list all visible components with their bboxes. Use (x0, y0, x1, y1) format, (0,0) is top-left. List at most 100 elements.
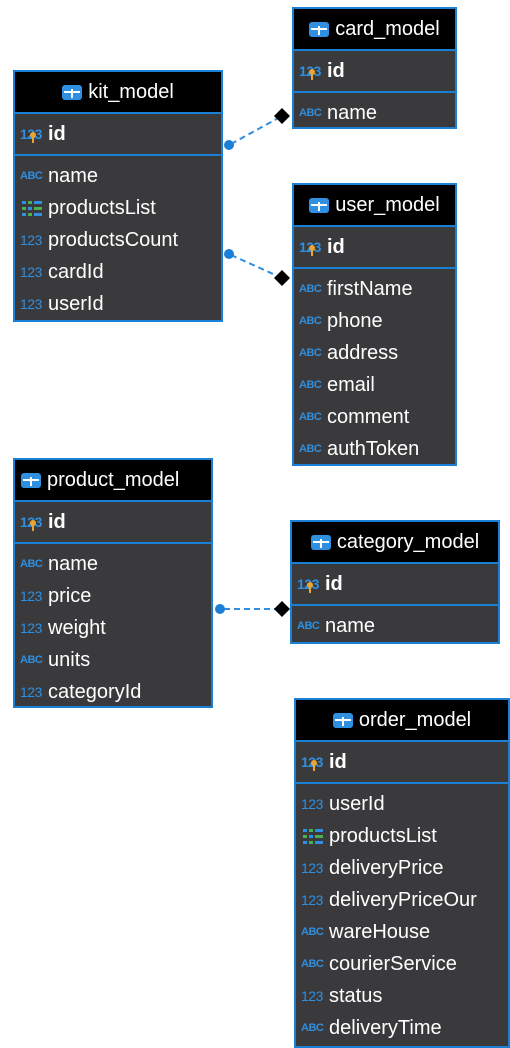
table-kit-model[interactable]: kit_model 123 id ABC name productsList 1… (13, 70, 223, 322)
table-icon (21, 472, 41, 488)
column-name: deliveryPrice (329, 856, 444, 879)
column-name: name (327, 101, 378, 124)
numeric-type-icon: 123 (301, 988, 323, 1004)
key-icon (306, 582, 314, 593)
column-name: authToken (327, 437, 420, 460)
table-header: order_model (296, 700, 508, 742)
column-name: productsList (329, 824, 437, 847)
table-icon (332, 712, 353, 728)
column-name: id (327, 59, 345, 82)
string-type-icon: ABC (299, 315, 322, 327)
column-name: name (48, 552, 99, 575)
column-row: ABC phone (294, 305, 455, 337)
primary-key-row: 123 id (292, 564, 498, 606)
column-row: ABC name (15, 548, 211, 580)
numeric-type-icon: 123 (20, 684, 42, 700)
relation-kit-card (224, 108, 290, 150)
table-icon (310, 534, 331, 550)
column-name: id (48, 122, 66, 145)
key-icon (29, 520, 37, 531)
column-row: 123 cardId (15, 256, 221, 288)
column-row: ABC name (15, 160, 221, 192)
string-type-icon: ABC (301, 1022, 324, 1034)
column-row: 123 categoryId (15, 676, 211, 708)
column-name: productsList (48, 196, 156, 219)
column-name: firstName (327, 277, 413, 300)
column-name: deliveryTime (329, 1016, 442, 1039)
column-name: name (48, 164, 99, 187)
primary-key-row: 123 id (15, 114, 221, 156)
column-row: 123 price (15, 580, 211, 612)
table-product-model[interactable]: product_model 123 id ABC name 123 price … (13, 458, 213, 708)
column-row: productsList (15, 192, 221, 224)
string-type-icon: ABC (301, 958, 324, 970)
relation-end-marker (274, 108, 290, 124)
table-icon (309, 197, 330, 213)
table-header: user_model (294, 185, 455, 227)
string-type-icon: ABC (20, 558, 43, 570)
table-card-model[interactable]: card_model 123 id ABC name (292, 7, 457, 129)
column-row: ABC deliveryTime (296, 1012, 508, 1044)
column-row: productsList (296, 820, 508, 852)
column-row: ABC wareHouse (296, 916, 508, 948)
array-type-icon (20, 199, 48, 217)
table-category-model[interactable]: category_model 123 id ABC name (290, 520, 500, 644)
table-name: card_model (335, 17, 440, 40)
numeric-type-icon: 123 (301, 754, 323, 771)
relation-start-marker (215, 604, 225, 614)
column-row: 123 deliveryPriceOur (296, 884, 508, 916)
column-name: deliveryPriceOur (329, 888, 477, 911)
table-icon (309, 21, 330, 37)
relation-end-marker (274, 601, 290, 617)
table-header: card_model (294, 9, 455, 51)
column-row: ABC name (292, 610, 498, 642)
column-name: wareHouse (329, 920, 431, 943)
column-name: id (325, 572, 343, 595)
numeric-type-icon: 123 (301, 860, 323, 876)
key-icon (310, 760, 318, 771)
column-name: comment (327, 405, 410, 428)
key-icon (308, 69, 316, 80)
table-name: user_model (335, 193, 440, 216)
column-row: ABC address (294, 337, 455, 369)
column-row: 123 status (296, 980, 508, 1012)
column-row: 123 deliveryPrice (296, 852, 508, 884)
table-header: product_model (15, 460, 211, 502)
table-name: category_model (336, 530, 480, 553)
table-name: kit_model (88, 80, 174, 103)
column-row: ABC name (294, 97, 455, 129)
column-name: cardId (48, 260, 104, 283)
key-icon (308, 245, 316, 256)
column-name: name (325, 614, 376, 637)
primary-key-row: 123 id (15, 502, 211, 544)
primary-key-row: 123 id (296, 742, 508, 784)
column-name: userId (48, 292, 104, 315)
numeric-type-icon: 123 (20, 232, 42, 248)
column-row: ABC comment (294, 401, 455, 433)
column-name: categoryId (48, 680, 142, 703)
table-order-model[interactable]: order_model 123 id 123 userId productsLi… (294, 698, 510, 1048)
column-name: phone (327, 309, 383, 332)
column-name: id (329, 750, 347, 773)
column-row: ABC units (15, 644, 211, 676)
string-type-icon: ABC (20, 654, 43, 666)
column-name: address (327, 341, 399, 364)
numeric-type-icon: 123 (297, 576, 319, 593)
table-header: kit_model (15, 72, 221, 114)
numeric-type-icon: 123 (301, 796, 323, 812)
relation-start-marker (224, 140, 234, 150)
string-type-icon: ABC (299, 379, 322, 391)
column-row: 123 weight (15, 612, 211, 644)
numeric-type-icon: 123 (20, 588, 42, 604)
column-row: ABC authToken (294, 433, 455, 465)
primary-key-row: 123 id (294, 51, 455, 93)
column-name: id (48, 510, 66, 533)
key-icon (29, 132, 37, 143)
string-type-icon: ABC (299, 411, 322, 423)
string-type-icon: ABC (297, 620, 320, 632)
relation-kit-user (224, 249, 290, 286)
column-row: 123 userId (15, 288, 221, 320)
table-user-model[interactable]: user_model 123 id ABC firstName ABC phon… (292, 183, 457, 466)
table-name: order_model (358, 708, 472, 731)
